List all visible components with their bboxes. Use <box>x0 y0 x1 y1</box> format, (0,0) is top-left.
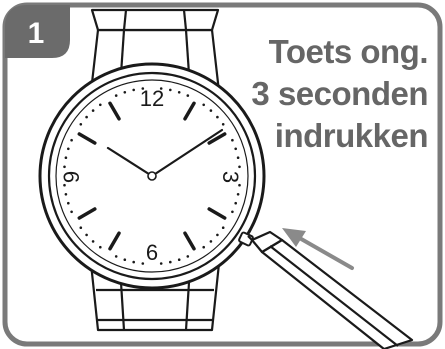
minute-dot <box>210 109 213 112</box>
minute-dot <box>237 193 240 196</box>
minute-dot <box>216 116 219 119</box>
minute-dot <box>99 104 102 107</box>
minute-dot <box>187 255 190 258</box>
minute-dot <box>115 255 118 258</box>
minute-dot <box>216 234 219 237</box>
minute-dot <box>80 123 83 126</box>
minute-dot <box>178 258 181 261</box>
minute-dot <box>99 246 102 249</box>
minute-dot <box>187 94 190 97</box>
instruction-line-2: 3 seconden <box>251 75 428 112</box>
minute-dot <box>237 156 240 159</box>
minute-dot <box>160 262 163 265</box>
dial-number-9: 9 <box>59 171 84 183</box>
minute-dot <box>202 246 205 249</box>
minute-dot <box>67 148 70 151</box>
dial-number-12: 12 <box>140 86 164 111</box>
minute-dot <box>67 202 70 205</box>
hand-pivot <box>148 172 156 180</box>
minute-dot <box>92 240 95 243</box>
minute-dot <box>92 109 95 112</box>
minute-dot <box>124 258 127 261</box>
minute-dot <box>65 193 68 196</box>
minute-dot <box>142 262 145 265</box>
minute-dot <box>178 91 181 94</box>
minute-dot <box>85 116 88 119</box>
minute-dot <box>169 261 172 264</box>
minute-dot <box>231 211 234 214</box>
minute-dot <box>234 148 237 151</box>
minute-dot <box>169 89 172 92</box>
instruction-line-1: Toets ong. <box>269 33 428 70</box>
minute-dot <box>222 123 225 126</box>
minute-dot <box>132 261 135 264</box>
step-number: 1 <box>28 17 45 50</box>
minute-dot <box>115 94 118 97</box>
minute-dot <box>70 139 73 142</box>
minute-dot <box>231 139 234 142</box>
minute-dot <box>234 202 237 205</box>
dial-number-3: 3 <box>218 171 243 183</box>
instruction-text: Toets ong. 3 seconden indrukken <box>251 33 428 154</box>
minute-dot <box>238 166 241 169</box>
instruction-line-3: indrukken <box>275 117 428 154</box>
minute-dot <box>85 234 88 237</box>
minute-dot <box>210 240 213 243</box>
minute-dot <box>63 166 66 169</box>
minute-dot <box>65 156 68 159</box>
minute-dot <box>70 211 73 214</box>
minute-dot <box>132 89 135 92</box>
minute-dot <box>202 104 205 107</box>
minute-dot <box>63 184 66 187</box>
minute-dot <box>80 226 83 229</box>
minute-dot <box>222 226 225 229</box>
dial-number-6: 6 <box>146 240 158 265</box>
step-badge: 1 <box>5 5 70 58</box>
minute-dot <box>124 91 127 94</box>
minute-dot <box>238 184 241 187</box>
